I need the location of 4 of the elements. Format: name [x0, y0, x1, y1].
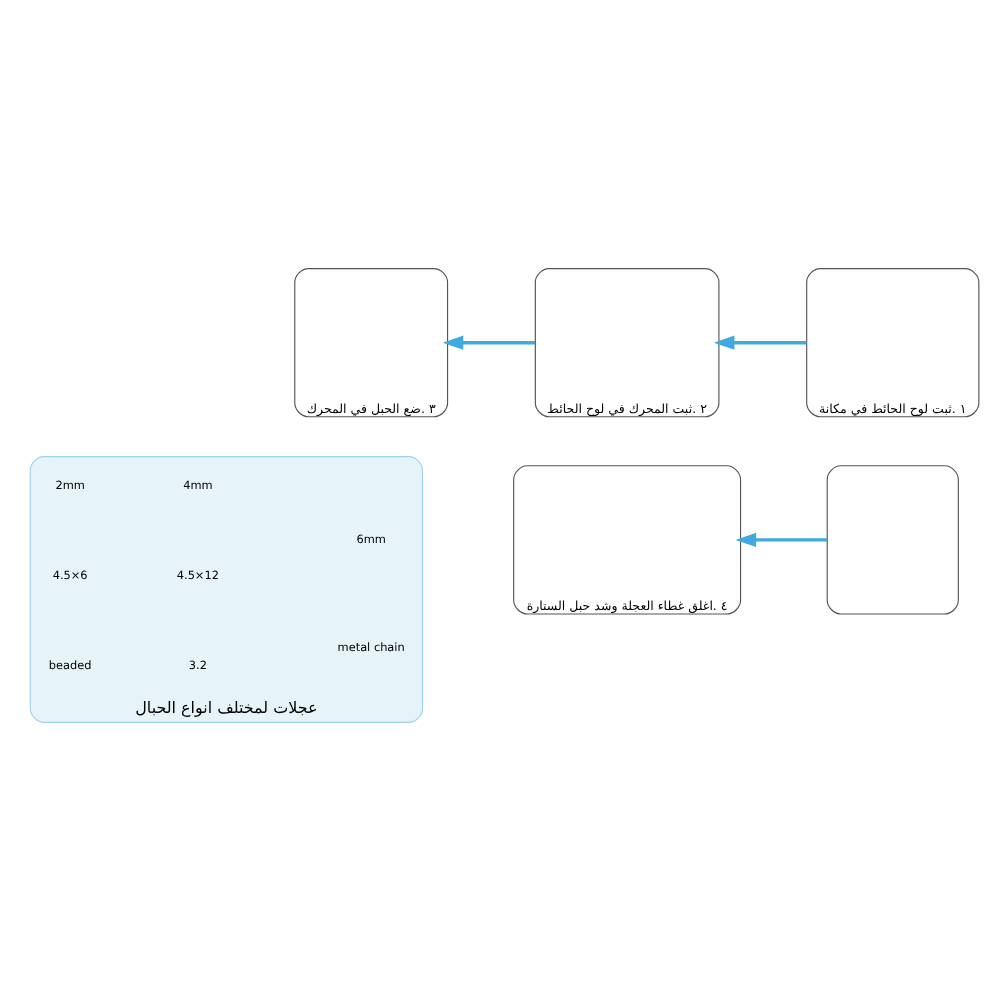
- arrow: [442, 335, 536, 350]
- node-box: [826, 465, 959, 615]
- arrow: [735, 532, 828, 548]
- arrow: [713, 335, 807, 350]
